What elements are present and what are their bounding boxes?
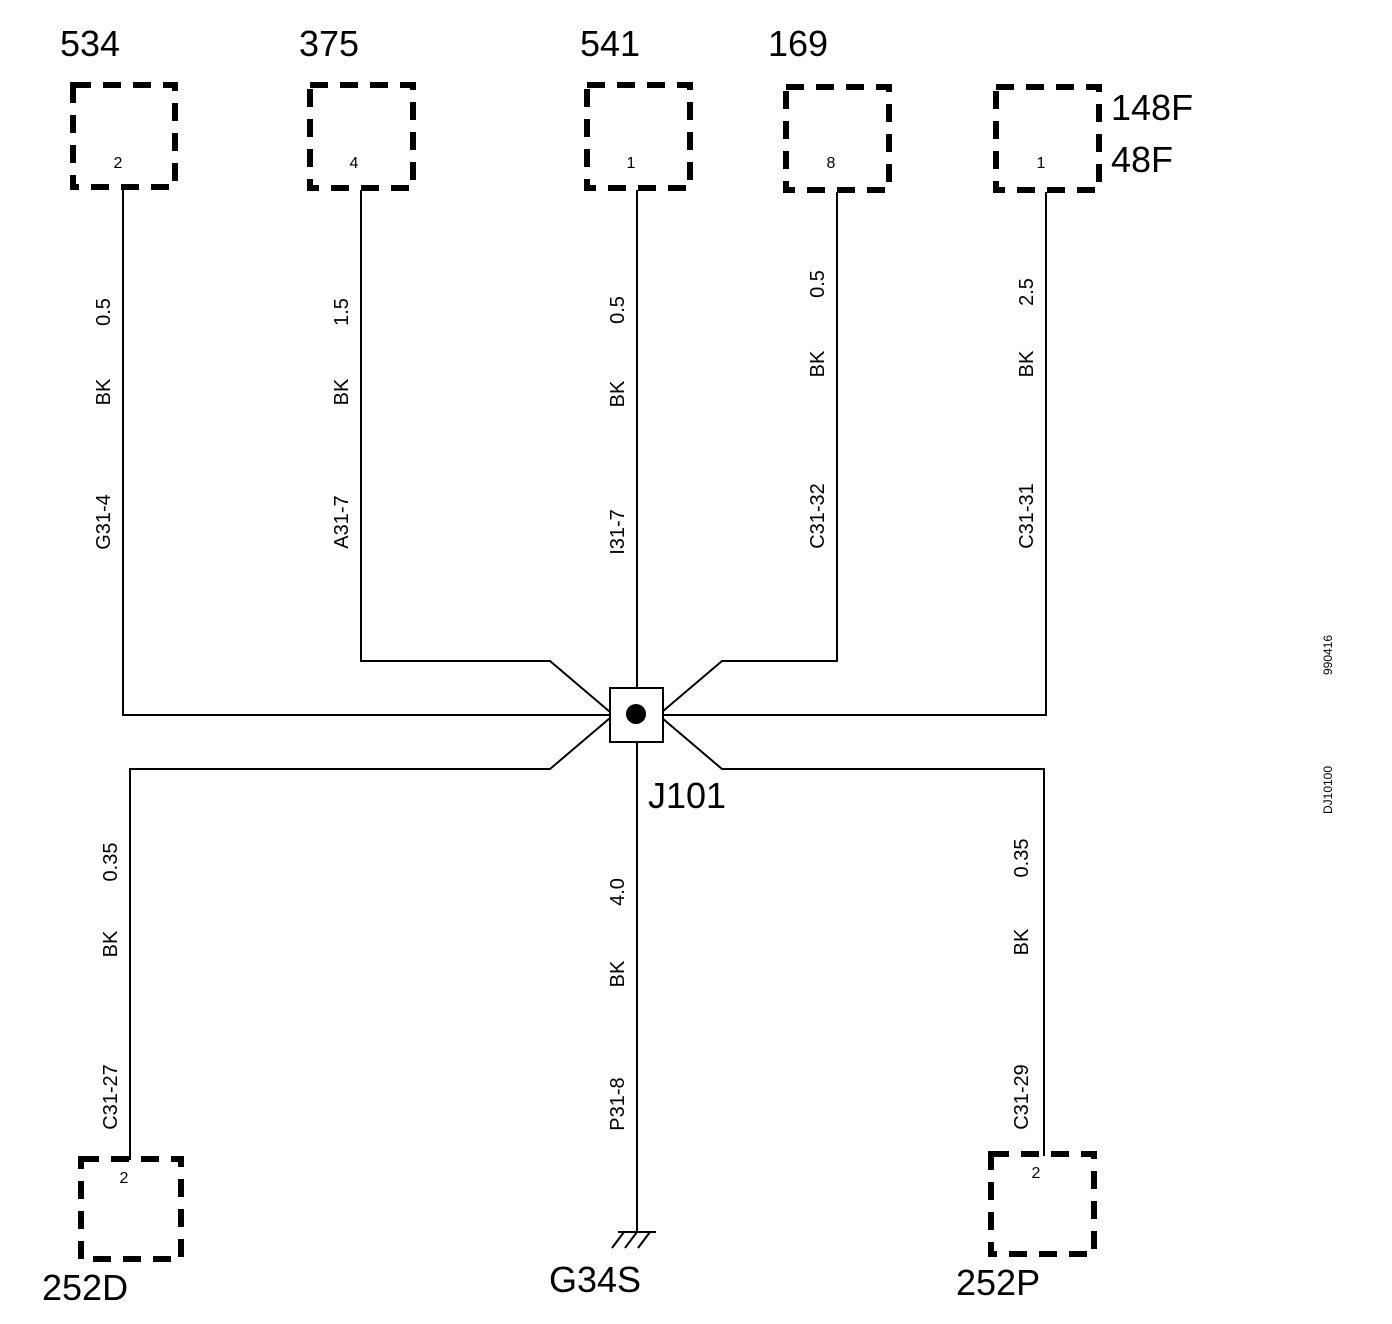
splice-j101: J101 bbox=[609, 687, 726, 816]
splice-label: J101 bbox=[648, 775, 726, 816]
connector-375-label: 375 bbox=[299, 23, 359, 64]
wire-circuit-label: C31-29 bbox=[1011, 1064, 1033, 1130]
side-code-diagram-id: DJ10100 bbox=[1321, 766, 1335, 814]
connector-252p-label: 252P bbox=[956, 1262, 1040, 1303]
wire-color-label: BK bbox=[331, 378, 353, 405]
wire-size-label: 0.5 bbox=[807, 270, 829, 298]
connector-252p: 2 252P bbox=[956, 1151, 1097, 1303]
splice-dot bbox=[626, 704, 646, 724]
wire-color-label: BK bbox=[607, 380, 629, 407]
connector-252d-pin: 2 bbox=[120, 1170, 129, 1187]
wire-labels-169: 0.5 BK C31-32 bbox=[807, 270, 829, 549]
wire-color-label: BK bbox=[807, 350, 829, 377]
connector-375: 375 4 bbox=[299, 23, 416, 191]
connector-541-pin: 1 bbox=[627, 155, 636, 172]
connector-252p-box bbox=[988, 1151, 1097, 1257]
wire-color-label: BK bbox=[100, 930, 122, 957]
wire-labels-252d: 0.35 BK C31-27 bbox=[100, 843, 122, 1130]
connector-534-label: 534 bbox=[60, 23, 120, 64]
connector-169-pin: 8 bbox=[827, 155, 836, 172]
connector-169-box bbox=[783, 84, 892, 193]
connector-534-pin: 2 bbox=[114, 155, 123, 172]
wire-labels-541: 0.5 BK I31-7 bbox=[607, 296, 629, 555]
ground-label: G34S bbox=[549, 1259, 641, 1300]
connector-169-label: 169 bbox=[768, 23, 828, 64]
wire-color-label: BK bbox=[607, 960, 629, 987]
wire-c31-29 bbox=[661, 717, 1045, 1156]
wire-labels-148f: 2.5 BK C31-31 bbox=[1016, 278, 1038, 549]
wire-circuit-label: G31-4 bbox=[93, 494, 115, 550]
wire-labels-g34s: 4.0 BK P31-8 bbox=[607, 878, 629, 1131]
wire-circuit-label: I31-7 bbox=[607, 509, 629, 555]
wire-size-label: 1.5 bbox=[331, 298, 353, 326]
wire-size-label: 0.35 bbox=[1011, 839, 1033, 878]
connector-148f: 1 148F 48F bbox=[993, 84, 1193, 193]
wire-size-label: 2.5 bbox=[1016, 278, 1038, 306]
connector-148f-label: 148F bbox=[1111, 87, 1193, 128]
wire-color-label: BK bbox=[93, 378, 115, 405]
wire-circuit-label: P31-8 bbox=[607, 1077, 629, 1130]
connector-252p-pin: 2 bbox=[1032, 1165, 1041, 1182]
wire-size-label: 0.35 bbox=[100, 843, 122, 882]
connector-252d: 2 252D bbox=[42, 1156, 184, 1308]
wire-size-label: 0.5 bbox=[607, 296, 629, 324]
wire-c31-31 bbox=[664, 192, 1047, 716]
wire-size-label: 0.5 bbox=[93, 298, 115, 326]
wire-size-label: 4.0 bbox=[607, 878, 629, 906]
side-code-date: 990416 bbox=[1321, 635, 1335, 675]
wire-g31-4 bbox=[122, 188, 610, 716]
wire-color-label: BK bbox=[1016, 350, 1038, 377]
wire-circuit-label: C31-27 bbox=[100, 1064, 122, 1130]
wire-labels-375: 1.5 BK A31-7 bbox=[331, 298, 353, 549]
connector-375-pin: 4 bbox=[350, 155, 359, 172]
ground-g34s: G34S bbox=[549, 1231, 656, 1300]
connector-169: 169 8 bbox=[768, 23, 892, 193]
connector-48f-label: 48F bbox=[1111, 139, 1173, 180]
wire-circuit-label: C31-32 bbox=[807, 483, 829, 549]
wire-labels-252p: 0.35 BK C31-29 bbox=[1011, 839, 1033, 1130]
wire-c31-27 bbox=[129, 717, 611, 1160]
connector-534-box bbox=[70, 82, 178, 190]
wire-labels-534: 0.5 BK G31-4 bbox=[93, 298, 115, 550]
wire-a31-7 bbox=[360, 190, 611, 713]
connector-541-box bbox=[584, 82, 693, 191]
connector-252d-label: 252D bbox=[42, 1267, 128, 1308]
connector-534: 534 2 bbox=[60, 23, 178, 190]
connector-148f-box bbox=[993, 84, 1102, 193]
wire-circuit-label: C31-31 bbox=[1016, 483, 1038, 549]
connector-252d-box bbox=[78, 1156, 184, 1262]
connector-541: 541 1 bbox=[580, 23, 693, 191]
connector-375-box bbox=[307, 82, 416, 191]
connector-541-label: 541 bbox=[580, 23, 640, 64]
wire-circuit-label: A31-7 bbox=[331, 495, 353, 548]
connector-148f-pin: 1 bbox=[1037, 155, 1046, 172]
wire-c31-32 bbox=[661, 192, 838, 713]
wire-color-label: BK bbox=[1011, 928, 1033, 955]
